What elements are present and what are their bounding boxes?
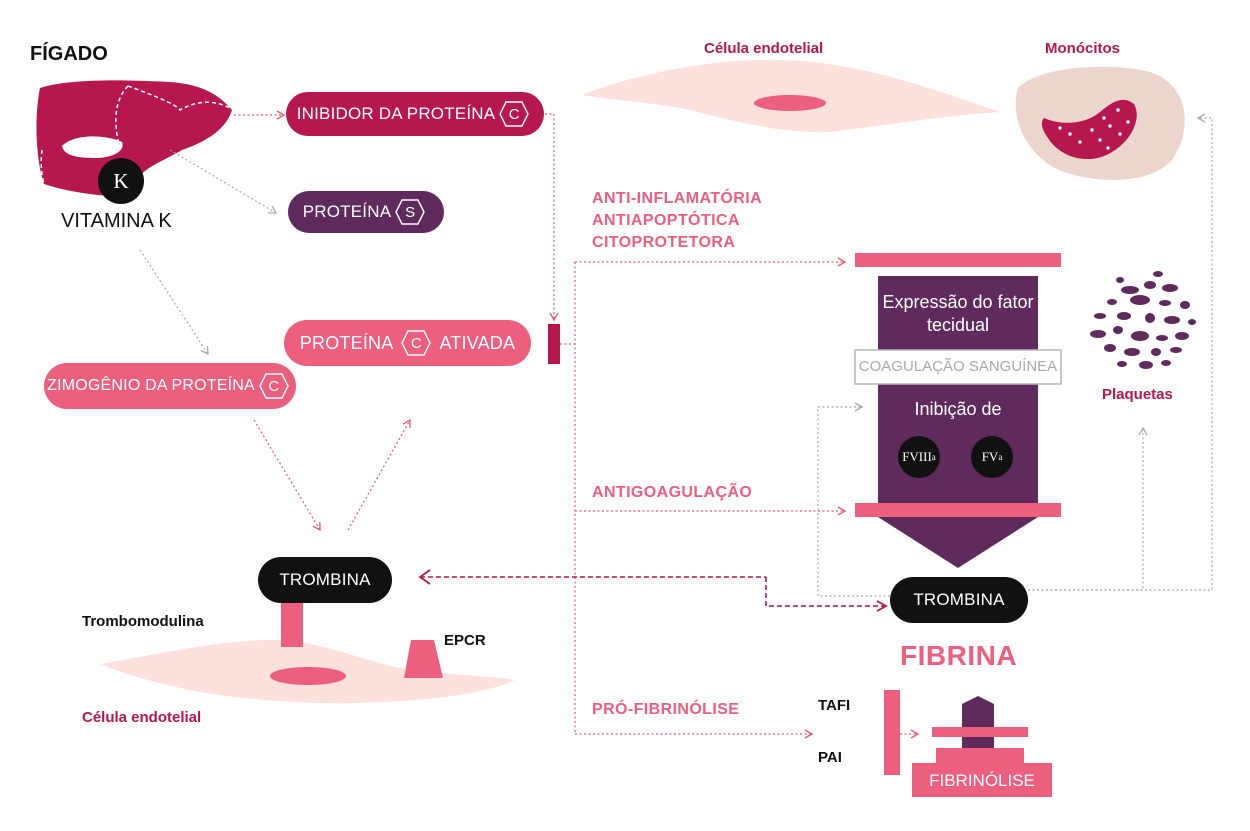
- anticoagulation-label: ANTIGOAGULAÇÃO: [592, 484, 753, 501]
- platelets-label: Plaquetas: [1102, 386, 1173, 403]
- activated-protein-c-pill: PROTEÍNA C ATIVADA: [284, 320, 531, 366]
- vitamin-k-circle: K: [98, 158, 144, 204]
- hexagon-c-icon: C: [259, 373, 289, 399]
- protein-c-zymogen-pill: ZIMOGÊNIO DA PROTEÍNA C: [44, 363, 296, 409]
- tissue-factor-line2: tecidual: [926, 315, 990, 335]
- monocytes-label: Monócitos: [1045, 40, 1120, 57]
- protein-s-label: PROTEÍNA: [302, 202, 392, 221]
- thrombin-left-pill: TROMBINA: [258, 557, 392, 603]
- thrombin-right-pill: TROMBINA: [890, 577, 1028, 623]
- protein-c-zymogen-label: ZIMOGÊNIO DA PROTEÍNA: [47, 377, 255, 394]
- endothelial-cell-bottom-label: Célula endotelial: [82, 709, 202, 726]
- protein-c-inhibitor-pill: INIBIDOR DA PROTEÍNA C: [286, 92, 544, 136]
- hexagon-c-icon: C: [401, 330, 432, 356]
- fibrin-label: FIBRINA: [900, 640, 1018, 671]
- pai-label: PAI: [818, 749, 842, 766]
- liver-shape: [36, 80, 232, 196]
- endothelial-cell-bottom: [100, 600, 515, 704]
- fibrinolysis-structure: [884, 690, 1052, 797]
- profibrinolysis-label: PRÓ-FIBRINÓLISE: [592, 701, 740, 718]
- epcr-label: EPCR: [444, 632, 486, 649]
- cytoprotective-label: CITOPROTETORA: [592, 234, 736, 251]
- hexagon-s-icon: S: [395, 199, 426, 225]
- anti-inflammatory-label: ANTI-INFLAMATÓRIA: [592, 190, 763, 207]
- thrombin-double-arrow: [418, 569, 888, 612]
- inhibition-label: Inibição de: [914, 399, 1002, 419]
- thrombomodulin-label: Trombomodulina: [82, 613, 204, 630]
- vitamin-k-label: VITAMINA K: [61, 210, 172, 232]
- inhibition-bar: [548, 324, 560, 364]
- activated-label: ATIVADA: [439, 332, 516, 353]
- monocyte-cell: [1015, 66, 1185, 180]
- tafi-label: TAFI: [818, 697, 851, 714]
- endothelial-cell-top: [582, 59, 1000, 133]
- connector-lines: [139, 110, 1213, 739]
- blood-coagulation-label: COAGULAÇÃO SANGUÍNEA: [858, 358, 1058, 375]
- activated-protein-c-label: PROTEÍNA: [299, 332, 394, 353]
- tissue-factor-line1: Expressão do fator: [882, 292, 1034, 312]
- cytoprotective-effects: ANTI-INFLAMATÓRIA ANTIAPOPTÓTICA CITOPRO…: [592, 188, 762, 254]
- antiapoptotic-label: ANTIAPOPTÓTICA: [592, 212, 740, 229]
- fibrinolysis-label: FIBRINÓLISE: [929, 771, 1035, 790]
- liver-title: FÍGADO: [30, 43, 108, 65]
- hexagon-c-icon: C: [499, 101, 530, 127]
- protein-c-inhibitor-label: INIBIDOR DA PROTEÍNA: [296, 104, 496, 123]
- endothelial-cell-top-label: Célula endotelial: [704, 40, 824, 57]
- platelets-cluster: [1090, 271, 1196, 369]
- protein-s-pill: PROTEÍNA S: [288, 191, 444, 233]
- tissue-factor-text: Expressão do fator tecidual: [878, 291, 1038, 337]
